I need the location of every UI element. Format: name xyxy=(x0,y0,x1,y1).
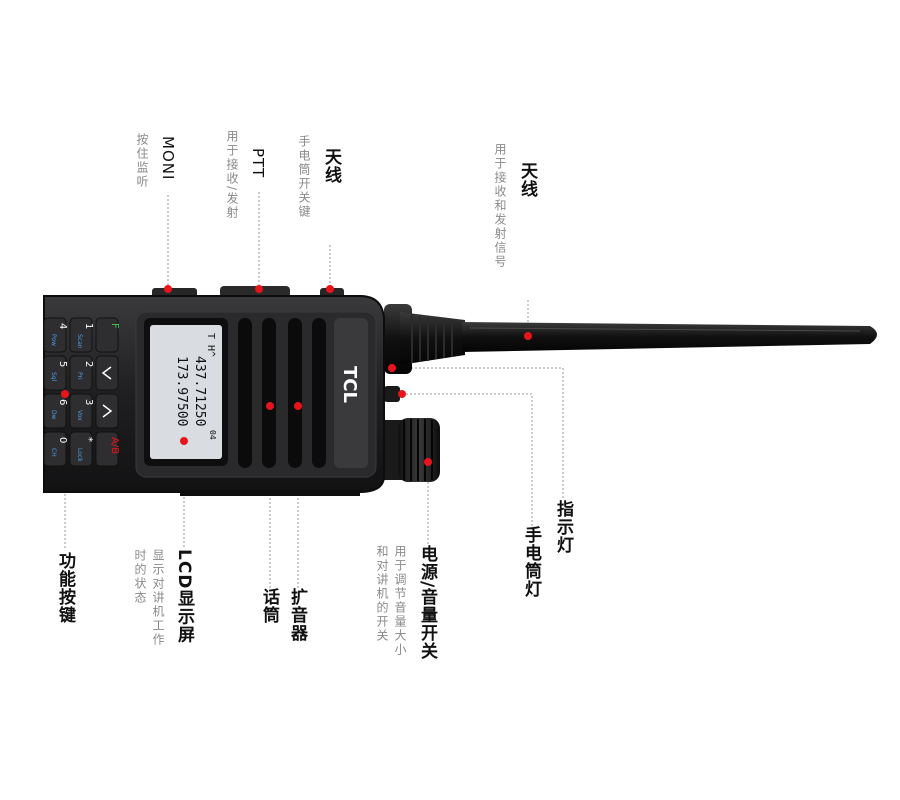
label-flashlight-title: 手电筒灯 xyxy=(521,526,541,598)
flashlight-lens xyxy=(384,386,400,402)
label-antenna-desc: 用于接收和发射信号 xyxy=(493,143,507,269)
keypad-key-label: 1 xyxy=(83,323,94,329)
keypad-key xyxy=(69,355,93,391)
leader-flashlight xyxy=(402,393,533,535)
label-power-desc2: 和对讲机的开关 xyxy=(375,545,389,643)
speaker-grille xyxy=(238,318,326,468)
marker-power xyxy=(424,458,432,466)
keypad-key xyxy=(43,317,67,353)
marker-antenna xyxy=(524,332,532,340)
lcd-screen xyxy=(144,318,228,466)
marker-lcd xyxy=(180,437,188,445)
keypad-key-sub: CH xyxy=(50,448,57,457)
label-ptt-desc: 用于接收/发射 xyxy=(225,130,239,221)
keypad-key xyxy=(69,317,93,353)
marker-indicator xyxy=(388,364,396,372)
keypad-key-sub: Sql xyxy=(50,372,57,382)
label-indicator-title: 指示灯 xyxy=(553,500,573,554)
label-antenna-title: 天线 xyxy=(517,162,537,198)
keypad-key-sub: Vox xyxy=(76,410,83,421)
marker-moni xyxy=(164,285,172,293)
logo-panel xyxy=(334,318,368,468)
keypad-key-label: 0 xyxy=(57,437,68,443)
screen-text: T H^ 437.71250 173.97500 04 xyxy=(174,333,217,440)
keypad-key-label: * xyxy=(83,437,94,442)
keypad-key-sub: Pow xyxy=(50,334,57,346)
keypad-key-sub: Dw xyxy=(50,410,57,420)
keypad-key-sub: Lock xyxy=(76,448,83,462)
label-top-switch-desc: 手电筒开关键 xyxy=(297,135,311,219)
marker-speaker xyxy=(294,402,302,410)
label-lcd-title: LCD显示屏 xyxy=(174,549,194,644)
keypad-key xyxy=(43,393,67,429)
label-moni-desc: 按住监听 xyxy=(135,133,149,189)
antenna xyxy=(384,304,877,374)
keypad-key-label: 4 xyxy=(57,323,68,329)
volume-knob xyxy=(384,418,440,482)
marker-ptt xyxy=(255,285,263,293)
keypad-key-sub: Pri xyxy=(76,372,83,380)
label-moni-title: MONI xyxy=(159,136,177,181)
label-keypad-title: 功能按键 xyxy=(55,552,75,624)
keypad-key-label: A/B xyxy=(109,437,120,454)
arrow-up-key xyxy=(95,355,119,391)
keypad-key-label: 2 xyxy=(83,361,94,367)
chevron-up-icon xyxy=(101,366,112,380)
keypad-key xyxy=(43,355,67,391)
screen-freq1: 437.71250 xyxy=(192,356,207,426)
keypad-key-sub: Scan xyxy=(76,334,83,349)
label-ptt-title: PTT xyxy=(249,148,267,179)
label-speaker-title: 扩音器 xyxy=(287,588,307,642)
marker-keypad xyxy=(61,390,69,398)
keypad-key-label: 6 xyxy=(57,399,68,405)
leader-indicator xyxy=(395,367,564,500)
marker-mic xyxy=(266,402,274,410)
label-power-desc1: 用于调节音量大小 xyxy=(393,545,407,657)
screen-status: T H^ xyxy=(205,333,216,357)
keypad-key-label: 5 xyxy=(57,361,68,367)
keypad-key xyxy=(69,431,93,467)
chevron-down-icon xyxy=(102,404,113,418)
marker-flashlight xyxy=(398,390,406,398)
marker-top-switch xyxy=(326,285,334,293)
keypad-key xyxy=(95,317,119,353)
keypad-key-label: 3 xyxy=(83,399,94,405)
keypad-key-label: F xyxy=(109,323,120,329)
brand-logo: TCL xyxy=(339,366,360,403)
label-power-title: 电源/音量开关 xyxy=(417,545,437,661)
keypad-key xyxy=(95,431,119,467)
keypad-key xyxy=(69,393,93,429)
keypad-key xyxy=(43,431,67,467)
arrow-down-key xyxy=(95,393,119,429)
label-lcd-desc1: 显示对讲机工作 xyxy=(151,549,165,647)
screen-channel: 04 xyxy=(208,430,217,440)
label-mic-title: 话筒 xyxy=(259,588,279,624)
markers xyxy=(61,285,532,466)
label-top-switch-title: 天线 xyxy=(321,148,341,184)
screen-freq2: 173.97500 xyxy=(174,356,189,426)
label-lcd-desc2: 时的状态 xyxy=(133,549,147,605)
